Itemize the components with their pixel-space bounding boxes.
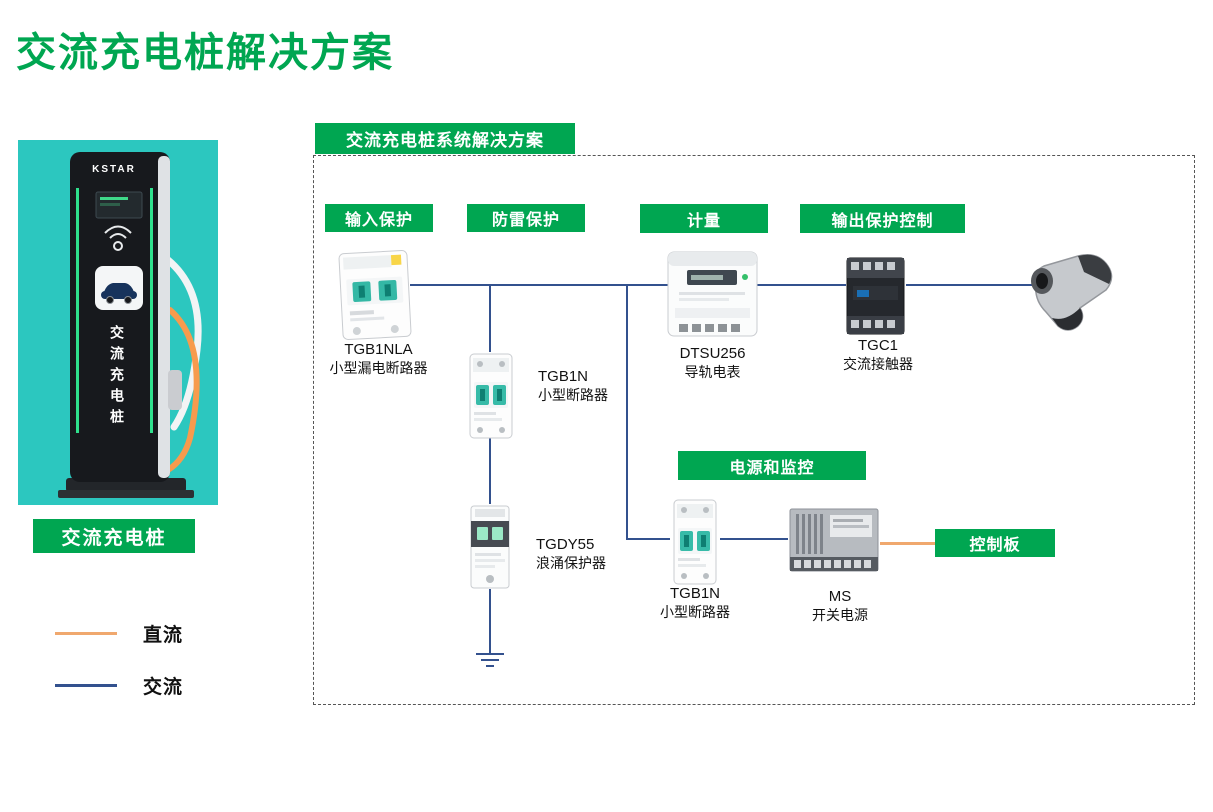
legend-dc: 直流: [55, 620, 183, 647]
ground-icon: [476, 653, 504, 655]
charging-gun-image: [1020, 248, 1125, 343]
diagram-header-badge: 交流充电桩系统解决方案: [315, 123, 575, 154]
diagram-boundary: [313, 155, 1195, 705]
component-label-ms: MS 开关电源: [800, 588, 880, 624]
tgc1-contactor-image: [843, 252, 908, 345]
ac-drop-to-tgb1n: [489, 284, 491, 352]
component-label-tgb1n-top: TGB1N 小型断路器: [538, 368, 648, 404]
tgdy55-surge-protector-image: [466, 503, 514, 596]
ground-icon: [481, 659, 499, 661]
component-label-tgb1n-bottom: TGB1N 小型断路器: [650, 585, 740, 621]
ac-line-tgb1n-to-surge: [489, 438, 491, 504]
label-power-monitor: 电源和监控: [678, 451, 866, 480]
ac-line-surge-to-ground: [489, 589, 491, 653]
component-label-dtsu256: DTSU256 导轨电表: [655, 345, 770, 381]
component-desc: 浪涌保护器: [536, 555, 606, 571]
component-model: TGB1N: [538, 368, 589, 385]
ac-line-contactor-to-gun: [906, 284, 1040, 286]
component-label-tgc1: TGC1 交流接触器: [828, 337, 928, 373]
ac-line-sample: [55, 684, 117, 687]
label-metering: 计量: [640, 204, 768, 233]
component-model: DTSU256: [679, 345, 746, 362]
label-input-protection: 输入保护: [325, 204, 433, 232]
component-desc: 交流接触器: [843, 356, 913, 372]
legend-ac: 交流: [55, 672, 183, 699]
component-model: TGB1NLA: [344, 341, 413, 358]
component-label-tgb1nla: TGB1NLA 小型漏电断路器: [316, 341, 441, 377]
component-desc: 小型断路器: [538, 387, 608, 403]
tgb1n-bottom-breaker-image: [670, 498, 720, 591]
ac-line-to-tgb1n-bottom: [626, 538, 670, 540]
ac-line-breaker-to-ms: [720, 538, 788, 540]
ac-drop-to-power-branch: [626, 284, 628, 539]
component-model: TGDY55: [536, 536, 595, 553]
label-control-board: 控制板: [935, 529, 1055, 557]
legend-dc-label: 直流: [143, 625, 184, 646]
legend-ac-label: 交流: [143, 677, 184, 698]
component-model: TGB1N: [669, 585, 720, 602]
tgb1n-top-breaker-image: [466, 352, 516, 445]
component-model: MS: [828, 588, 852, 605]
dc-line-ms-to-control-board: [880, 542, 935, 545]
component-desc: 导轨电表: [684, 364, 741, 380]
dtsu256-meter-image: [665, 248, 760, 345]
car-icon: [101, 283, 137, 304]
component-desc: 开关电源: [812, 607, 868, 623]
label-surge-protection: 防雷保护: [467, 204, 585, 232]
brand-logo-text: KSTAR: [92, 164, 136, 175]
component-desc: 小型漏电断路器: [329, 360, 428, 376]
label-output-control: 输出保护控制: [800, 204, 965, 233]
ac-main-bus-line: [410, 284, 846, 286]
pile-vertical-label: 交流充电桩: [109, 325, 125, 430]
product-label-badge: 交流充电桩: [33, 519, 195, 553]
charging-pile-illustration: [58, 152, 202, 498]
rfid-icon: [104, 225, 132, 251]
tgb1nla-breaker-image: [335, 248, 415, 348]
dc-line-sample: [55, 632, 117, 635]
page-title: 交流充电桩解决方案: [16, 31, 394, 75]
ms-power-supply-image: [788, 505, 880, 582]
ground-icon: [486, 665, 494, 667]
component-model: TGC1: [857, 337, 898, 354]
component-desc: 小型断路器: [660, 604, 730, 620]
charging-pile-photo: KSTAR 交流充电桩: [18, 140, 218, 505]
component-label-tgdy55: TGDY55 浪涌保护器: [536, 536, 646, 572]
